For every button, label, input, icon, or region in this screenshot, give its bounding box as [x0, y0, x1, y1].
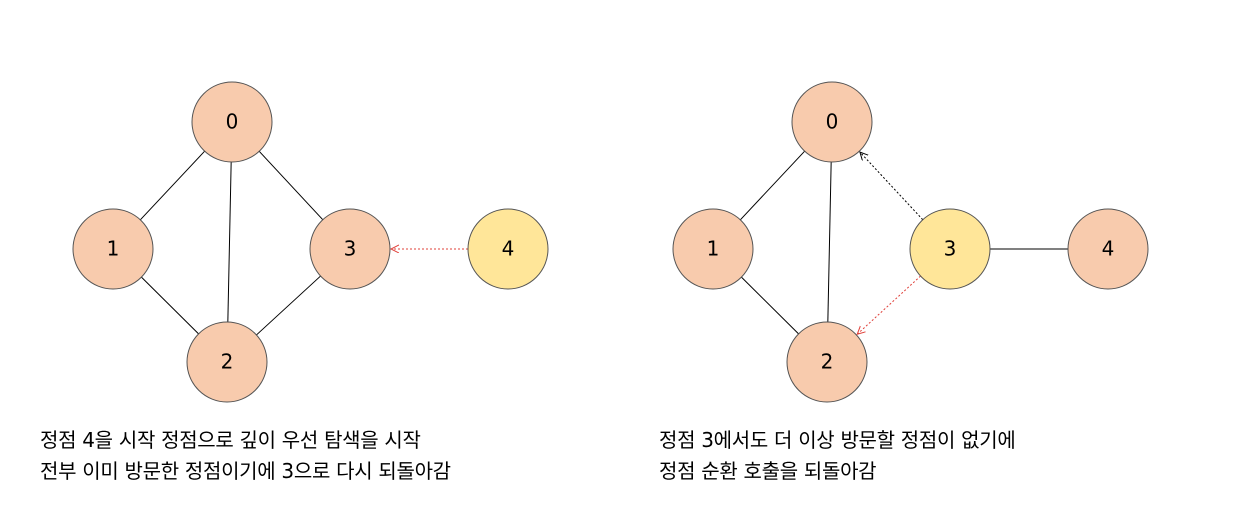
- caption-line: 정점 3에서도 더 이상 방문할 정점이 없기에: [659, 428, 1016, 452]
- node-2: 2: [786, 321, 868, 403]
- node-0: 0: [191, 81, 273, 163]
- node-label: 1: [707, 237, 720, 261]
- node-4: 4: [1067, 208, 1149, 290]
- node-3: 3: [309, 208, 391, 290]
- return-arrow-3-2: [857, 275, 921, 334]
- node-4: 4: [467, 208, 549, 290]
- node-2: 2: [186, 321, 268, 403]
- node-1: 1: [72, 208, 154, 290]
- node-circle: [72, 208, 154, 290]
- edge-2-3: [256, 275, 321, 336]
- node-label: 0: [226, 110, 239, 134]
- node-label: 3: [344, 237, 357, 261]
- caption-line: 정점 순환 호출을 되돌아감: [659, 459, 877, 483]
- node-label: 0: [826, 110, 839, 134]
- node-circle: [467, 208, 549, 290]
- edge-0-2: [827, 161, 832, 323]
- graph-panel-right: 0 1 2 3 4: [672, 81, 1149, 403]
- edge-0-2: [227, 161, 232, 323]
- edge-1-2: [141, 276, 199, 335]
- node-circle: [909, 208, 991, 290]
- caption-line: 정점 4을 시작 정점으로 깊이 우선 탐색을 시작: [40, 428, 421, 452]
- dfs-arrow-3-0: [860, 152, 924, 221]
- node-circle: [186, 321, 268, 403]
- node-circle: [1067, 208, 1149, 290]
- node-0: 0: [791, 81, 873, 163]
- node-label: 2: [821, 350, 834, 374]
- edge-0-1: [139, 150, 206, 221]
- node-circle: [191, 81, 273, 163]
- node-circle: [791, 81, 873, 163]
- node-circle: [309, 208, 391, 290]
- node-1: 1: [672, 208, 754, 290]
- node-label: 4: [502, 237, 515, 261]
- edge-1-2: [741, 276, 799, 335]
- caption-right: 정점 3에서도 더 이상 방문할 정점이 없기에 정점 순환 호출을 되돌아감: [659, 425, 1016, 487]
- graph-panel-left: 0 1 2 3 4: [72, 81, 549, 403]
- node-circle: [786, 321, 868, 403]
- node-3: 3: [909, 208, 991, 290]
- node-label: 4: [1102, 237, 1115, 261]
- node-label: 2: [221, 350, 234, 374]
- caption-left: 정점 4을 시작 정점으로 깊이 우선 탐색을 시작 전부 이미 방문한 정점이…: [40, 425, 451, 487]
- node-circle: [672, 208, 754, 290]
- edge-0-1: [739, 150, 806, 221]
- caption-line: 전부 이미 방문한 정점이기에 3으로 다시 되돌아감: [40, 459, 451, 483]
- node-label: 3: [944, 237, 957, 261]
- node-label: 1: [107, 237, 120, 261]
- edge-0-3: [258, 150, 324, 221]
